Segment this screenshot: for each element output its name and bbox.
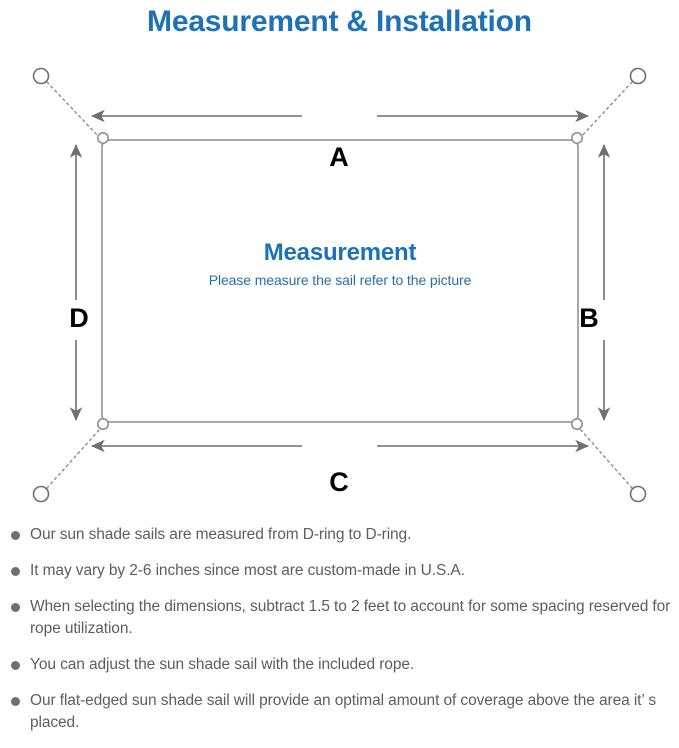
sun-shade-sail-measurement-diagram: Measurement Please measure the sail refe… (0, 48, 679, 518)
list-item: Our flat-edged sun shade sail will provi… (0, 690, 679, 734)
anchor-top-right (629, 67, 647, 85)
bullet-icon (11, 603, 20, 612)
list-item: When selecting the dimensions, subtract … (0, 596, 679, 640)
bullet-icon (11, 531, 20, 540)
rope-lines (46, 81, 633, 489)
rope-top-left (46, 81, 101, 139)
d-ring-bottom-left (97, 418, 109, 430)
list-item-text: It may vary by 2-6 inches since most are… (30, 562, 465, 579)
dimension-label-a: A (329, 142, 349, 172)
diagram-svg (32, 67, 647, 503)
list-item: It may vary by 2-6 inches since most are… (0, 560, 679, 582)
bullet-icon (11, 567, 20, 576)
list-item-text: You can adjust the sun shade sail with t… (30, 656, 415, 673)
notes-list: Our sun shade sails are measured from D-… (0, 524, 679, 748)
list-item-text: When selecting the dimensions, subtract … (30, 598, 671, 637)
list-item: You can adjust the sun shade sail with t… (0, 654, 679, 676)
list-item-text: Our flat-edged sun shade sail will provi… (30, 692, 656, 731)
dimension-label-d: D (69, 303, 89, 333)
anchor-bottom-left (32, 485, 50, 503)
d-rings (97, 132, 583, 430)
page-title: Measurement & Installation (147, 5, 532, 38)
dimension-label-b: B (579, 303, 599, 333)
rope-bottom-left (46, 428, 101, 489)
bullet-icon (11, 661, 20, 670)
rope-bottom-right (579, 428, 633, 489)
dimension-label-c: C (329, 467, 349, 497)
sail-rectangle (101, 139, 579, 423)
list-item: Our sun shade sails are measured from D-… (0, 524, 679, 546)
d-ring-bottom-right (571, 418, 583, 430)
d-ring-top-left (97, 132, 109, 144)
bullet-icon (11, 697, 20, 706)
d-ring-top-right (571, 132, 583, 144)
rope-top-right (579, 81, 633, 139)
anchor-points (32, 67, 647, 503)
anchor-top-left (32, 67, 50, 85)
list-item-text: Our sun shade sails are measured from D-… (30, 526, 412, 543)
anchor-bottom-right (629, 485, 647, 503)
